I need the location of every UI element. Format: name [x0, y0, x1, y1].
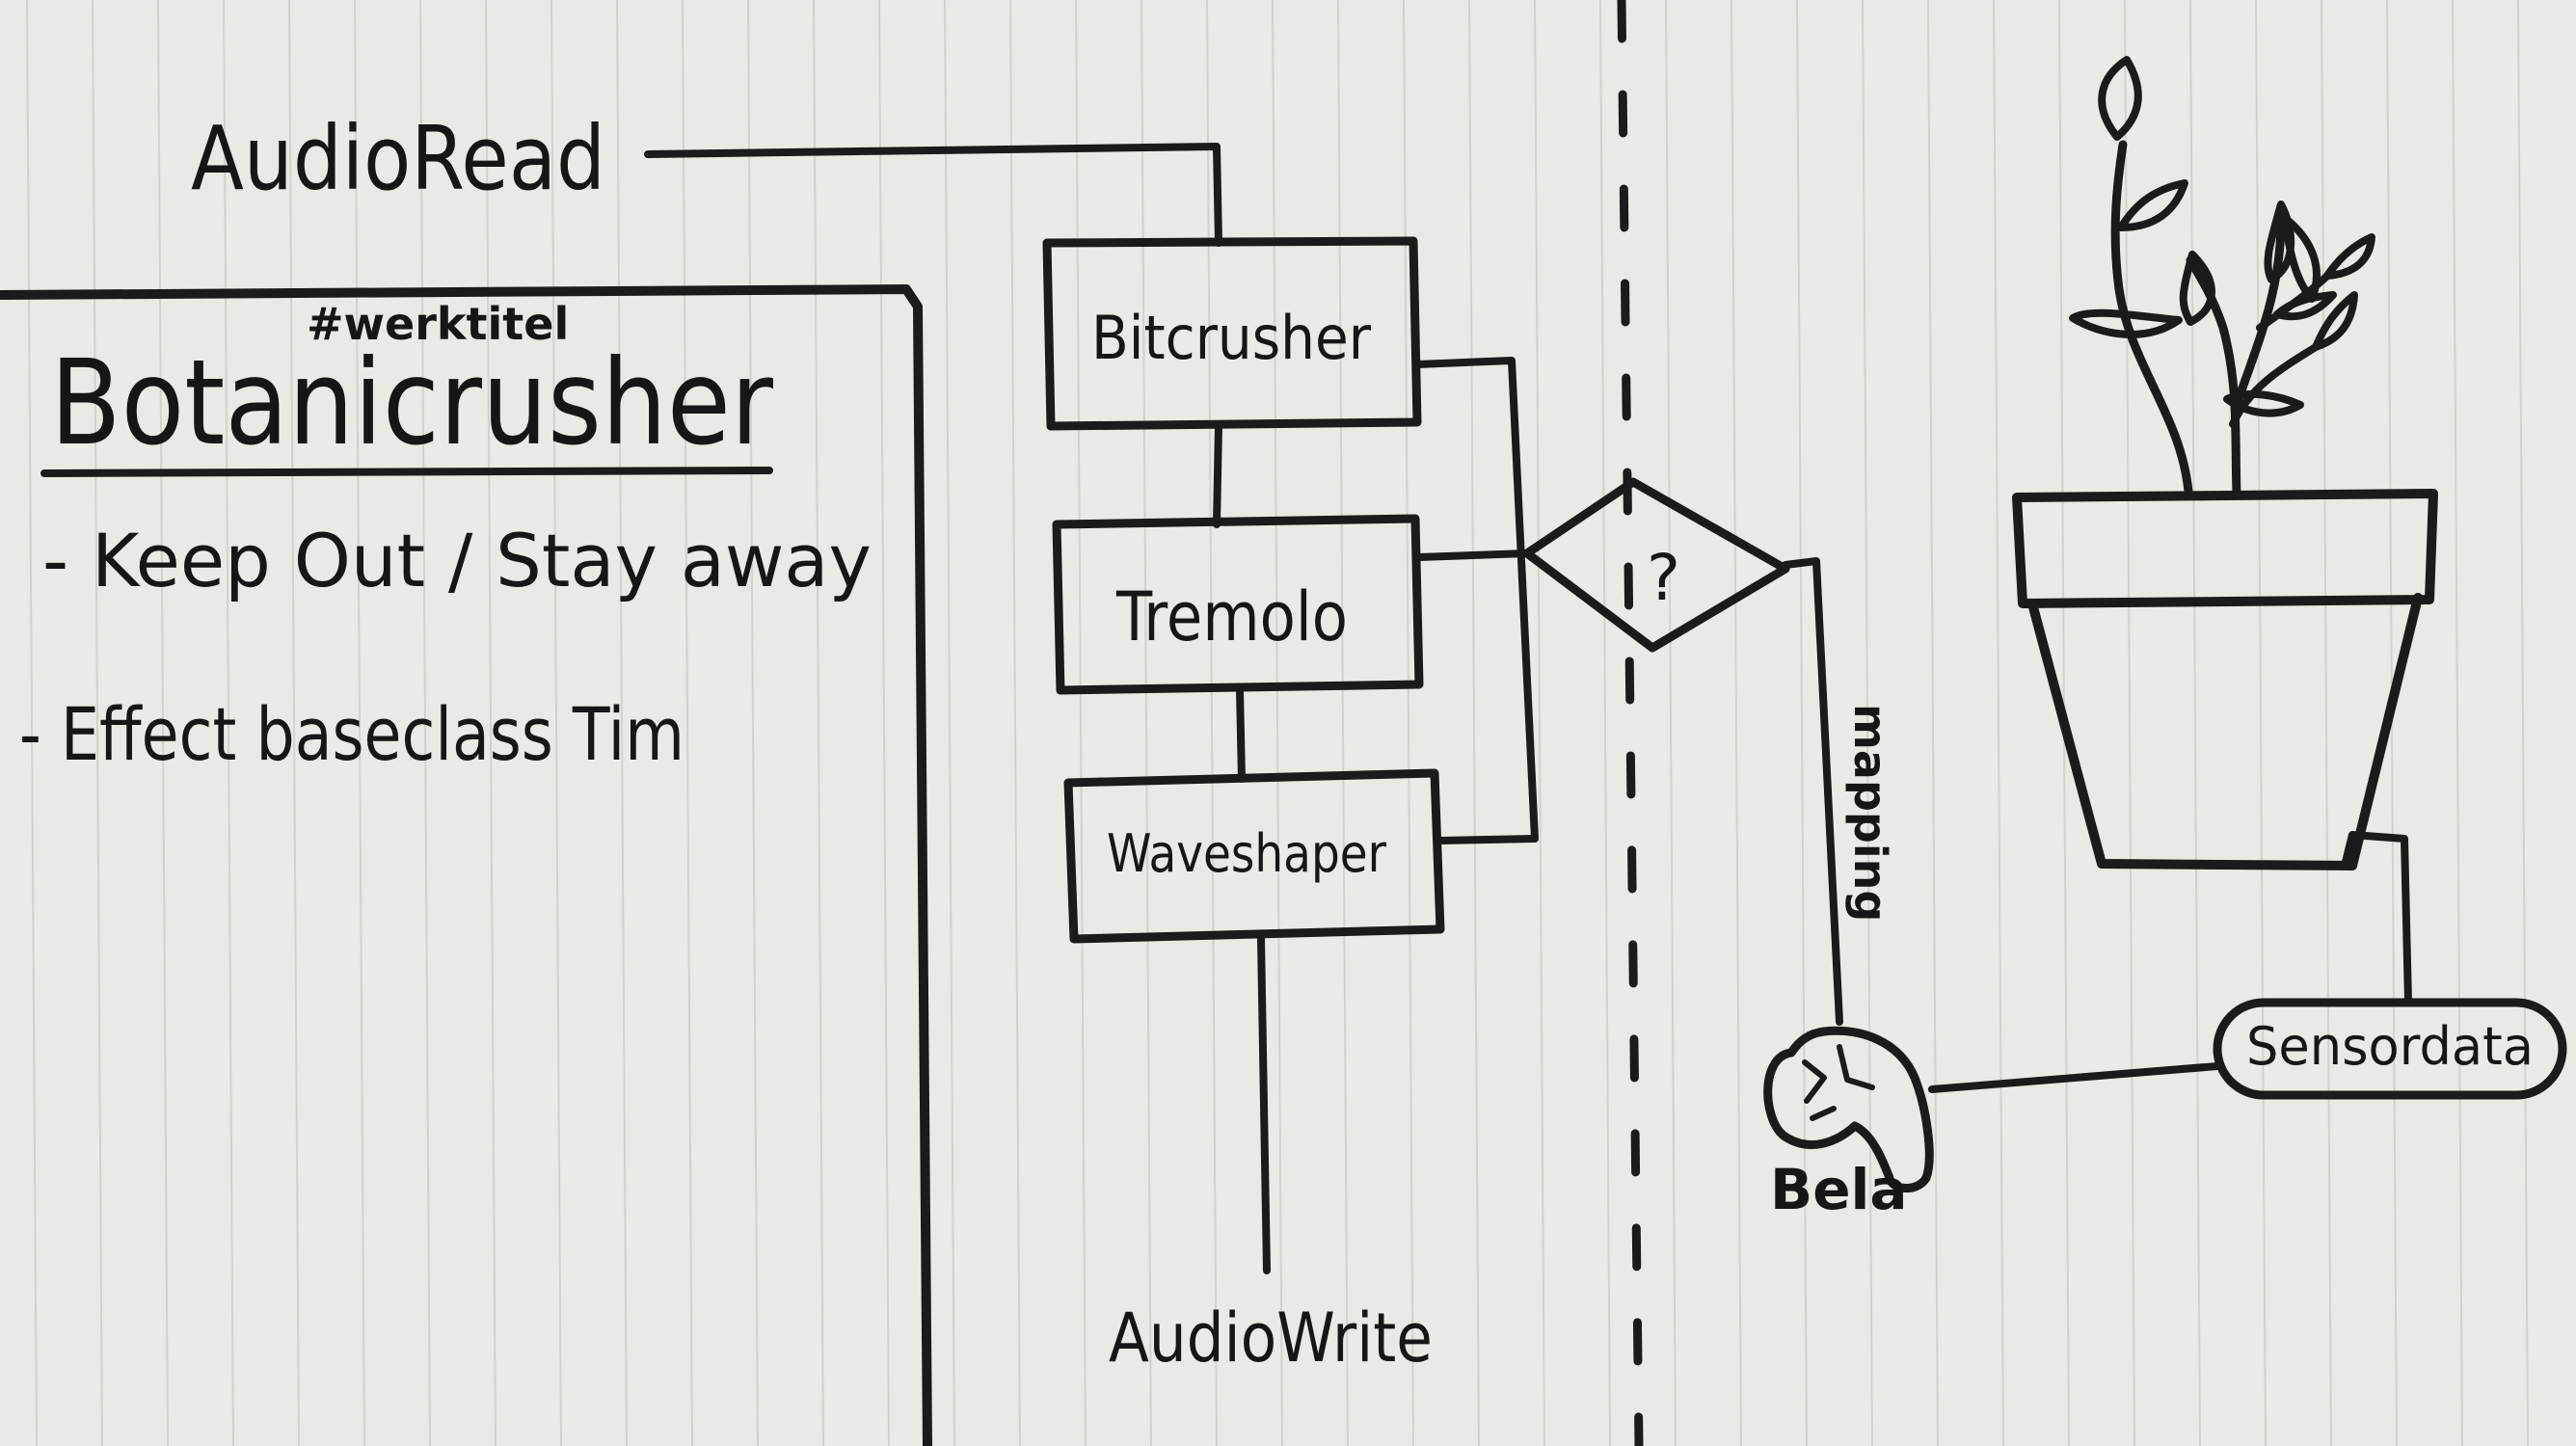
- worktitle-tag: #werktitel: [307, 298, 569, 350]
- ruling-line: [1534, 0, 1545, 1446]
- plant-icon: [2012, 56, 2438, 870]
- note-item: - Effect baseclass Tim: [19, 691, 684, 777]
- ruling-line: [288, 0, 300, 1446]
- ruling-line: [1993, 0, 2004, 1446]
- bitcrusher-box: [1042, 236, 1422, 431]
- ruling-line: [26, 0, 38, 1446]
- plant-stem: [2110, 140, 2193, 496]
- plant-stem: [2232, 207, 2286, 410]
- notes-frame: [0, 284, 932, 1446]
- ruling-line: [92, 0, 103, 1446]
- ruling-line: [2255, 0, 2267, 1446]
- notes-panel: #werktitel Botanicrusher - Keep Out / St…: [0, 284, 932, 1446]
- ruling-line: [1862, 0, 1873, 1446]
- ruling-line: [1009, 0, 1021, 1446]
- ruling-line: [419, 0, 431, 1446]
- ruling-line: [1731, 0, 1742, 1446]
- bitcrusher-label: Bitcrusher: [1091, 303, 1371, 373]
- tremolo-box: [1052, 514, 1424, 695]
- ruling-line: [2321, 0, 2332, 1446]
- effect-bus-tap: [1415, 549, 1531, 561]
- plant-stem: [2229, 343, 2320, 428]
- ruling-line: [1796, 0, 1808, 1446]
- ruling-line: [2124, 0, 2135, 1446]
- ruling-line: [2452, 0, 2463, 1446]
- ruling-line: [682, 0, 693, 1446]
- audio-chain: AudioRead Bitcrusher Tremolo Waveshaper …: [191, 107, 1445, 1378]
- ruling-line: [944, 0, 955, 1446]
- ruling-line: [157, 0, 169, 1446]
- effect-bus: [1413, 357, 1539, 844]
- plant-leaf: [2312, 291, 2358, 351]
- ruling-line: [747, 0, 759, 1446]
- waveshaper-label: Waveshaper: [1107, 823, 1387, 884]
- plant-leaf: [2117, 179, 2188, 231]
- sensordata-node: [2213, 998, 2567, 1100]
- ruling-line: [1665, 0, 1677, 1446]
- sensor-cable: [2341, 831, 2412, 1006]
- project-title: Botanicrusher: [50, 335, 774, 471]
- plant-leaf: [2069, 308, 2183, 338]
- audio-read-label: AudioRead: [191, 107, 605, 210]
- sensor-connector: [1928, 1062, 2221, 1093]
- bela-board-detail: [1802, 1044, 1875, 1121]
- plant-leaf: [2098, 56, 2142, 141]
- chain-connector: [1236, 686, 1246, 783]
- hardware-section: Bela Sensordata: [1763, 56, 2567, 1222]
- ruling-line: [223, 0, 234, 1446]
- output-connector: [1257, 935, 1271, 1274]
- bela-board-icon: [1763, 1026, 1934, 1192]
- ruling-line: [2517, 0, 2529, 1446]
- bela-label: Bela: [1770, 1157, 1908, 1222]
- plant-leaf: [2273, 291, 2337, 321]
- plant-stem: [2186, 255, 2241, 498]
- title-underline: [40, 467, 773, 477]
- ruling-line: [813, 0, 824, 1446]
- ruling-line: [2189, 0, 2201, 1446]
- chain-connector: [1213, 422, 1222, 528]
- plant-leaf: [2223, 389, 2304, 417]
- ruling-line: [354, 0, 365, 1446]
- ruling-line: [878, 0, 890, 1446]
- ruling-line: [550, 0, 562, 1446]
- decision-symbol: ?: [1647, 541, 1680, 615]
- ruling-line: [1468, 0, 1480, 1446]
- ruling-line: [1927, 0, 1939, 1446]
- note-item: - Keep Out / Stay away: [42, 518, 872, 603]
- mapping-connector: [1782, 557, 1843, 1026]
- plant-leaf: [2179, 251, 2215, 326]
- tremolo-label: Tremolo: [1115, 577, 1348, 656]
- mapping-label: mapping: [1844, 704, 1896, 922]
- ruling-line: [1599, 0, 1611, 1446]
- ruling-line: [485, 0, 496, 1446]
- sensordata-label: Sensordata: [2246, 1016, 2534, 1077]
- control-section: ? mapping: [1413, 357, 1896, 1026]
- paper-ruling: [26, 0, 2529, 1446]
- ruling-line: [616, 0, 628, 1446]
- input-connector: [644, 143, 1222, 247]
- waveshaper-box: [1063, 768, 1445, 944]
- plant-leaf: [2323, 233, 2375, 280]
- audio-write-label: AudioWrite: [1109, 1299, 1433, 1378]
- pot-rim: [2012, 489, 2438, 608]
- pot-body: [2027, 593, 2423, 870]
